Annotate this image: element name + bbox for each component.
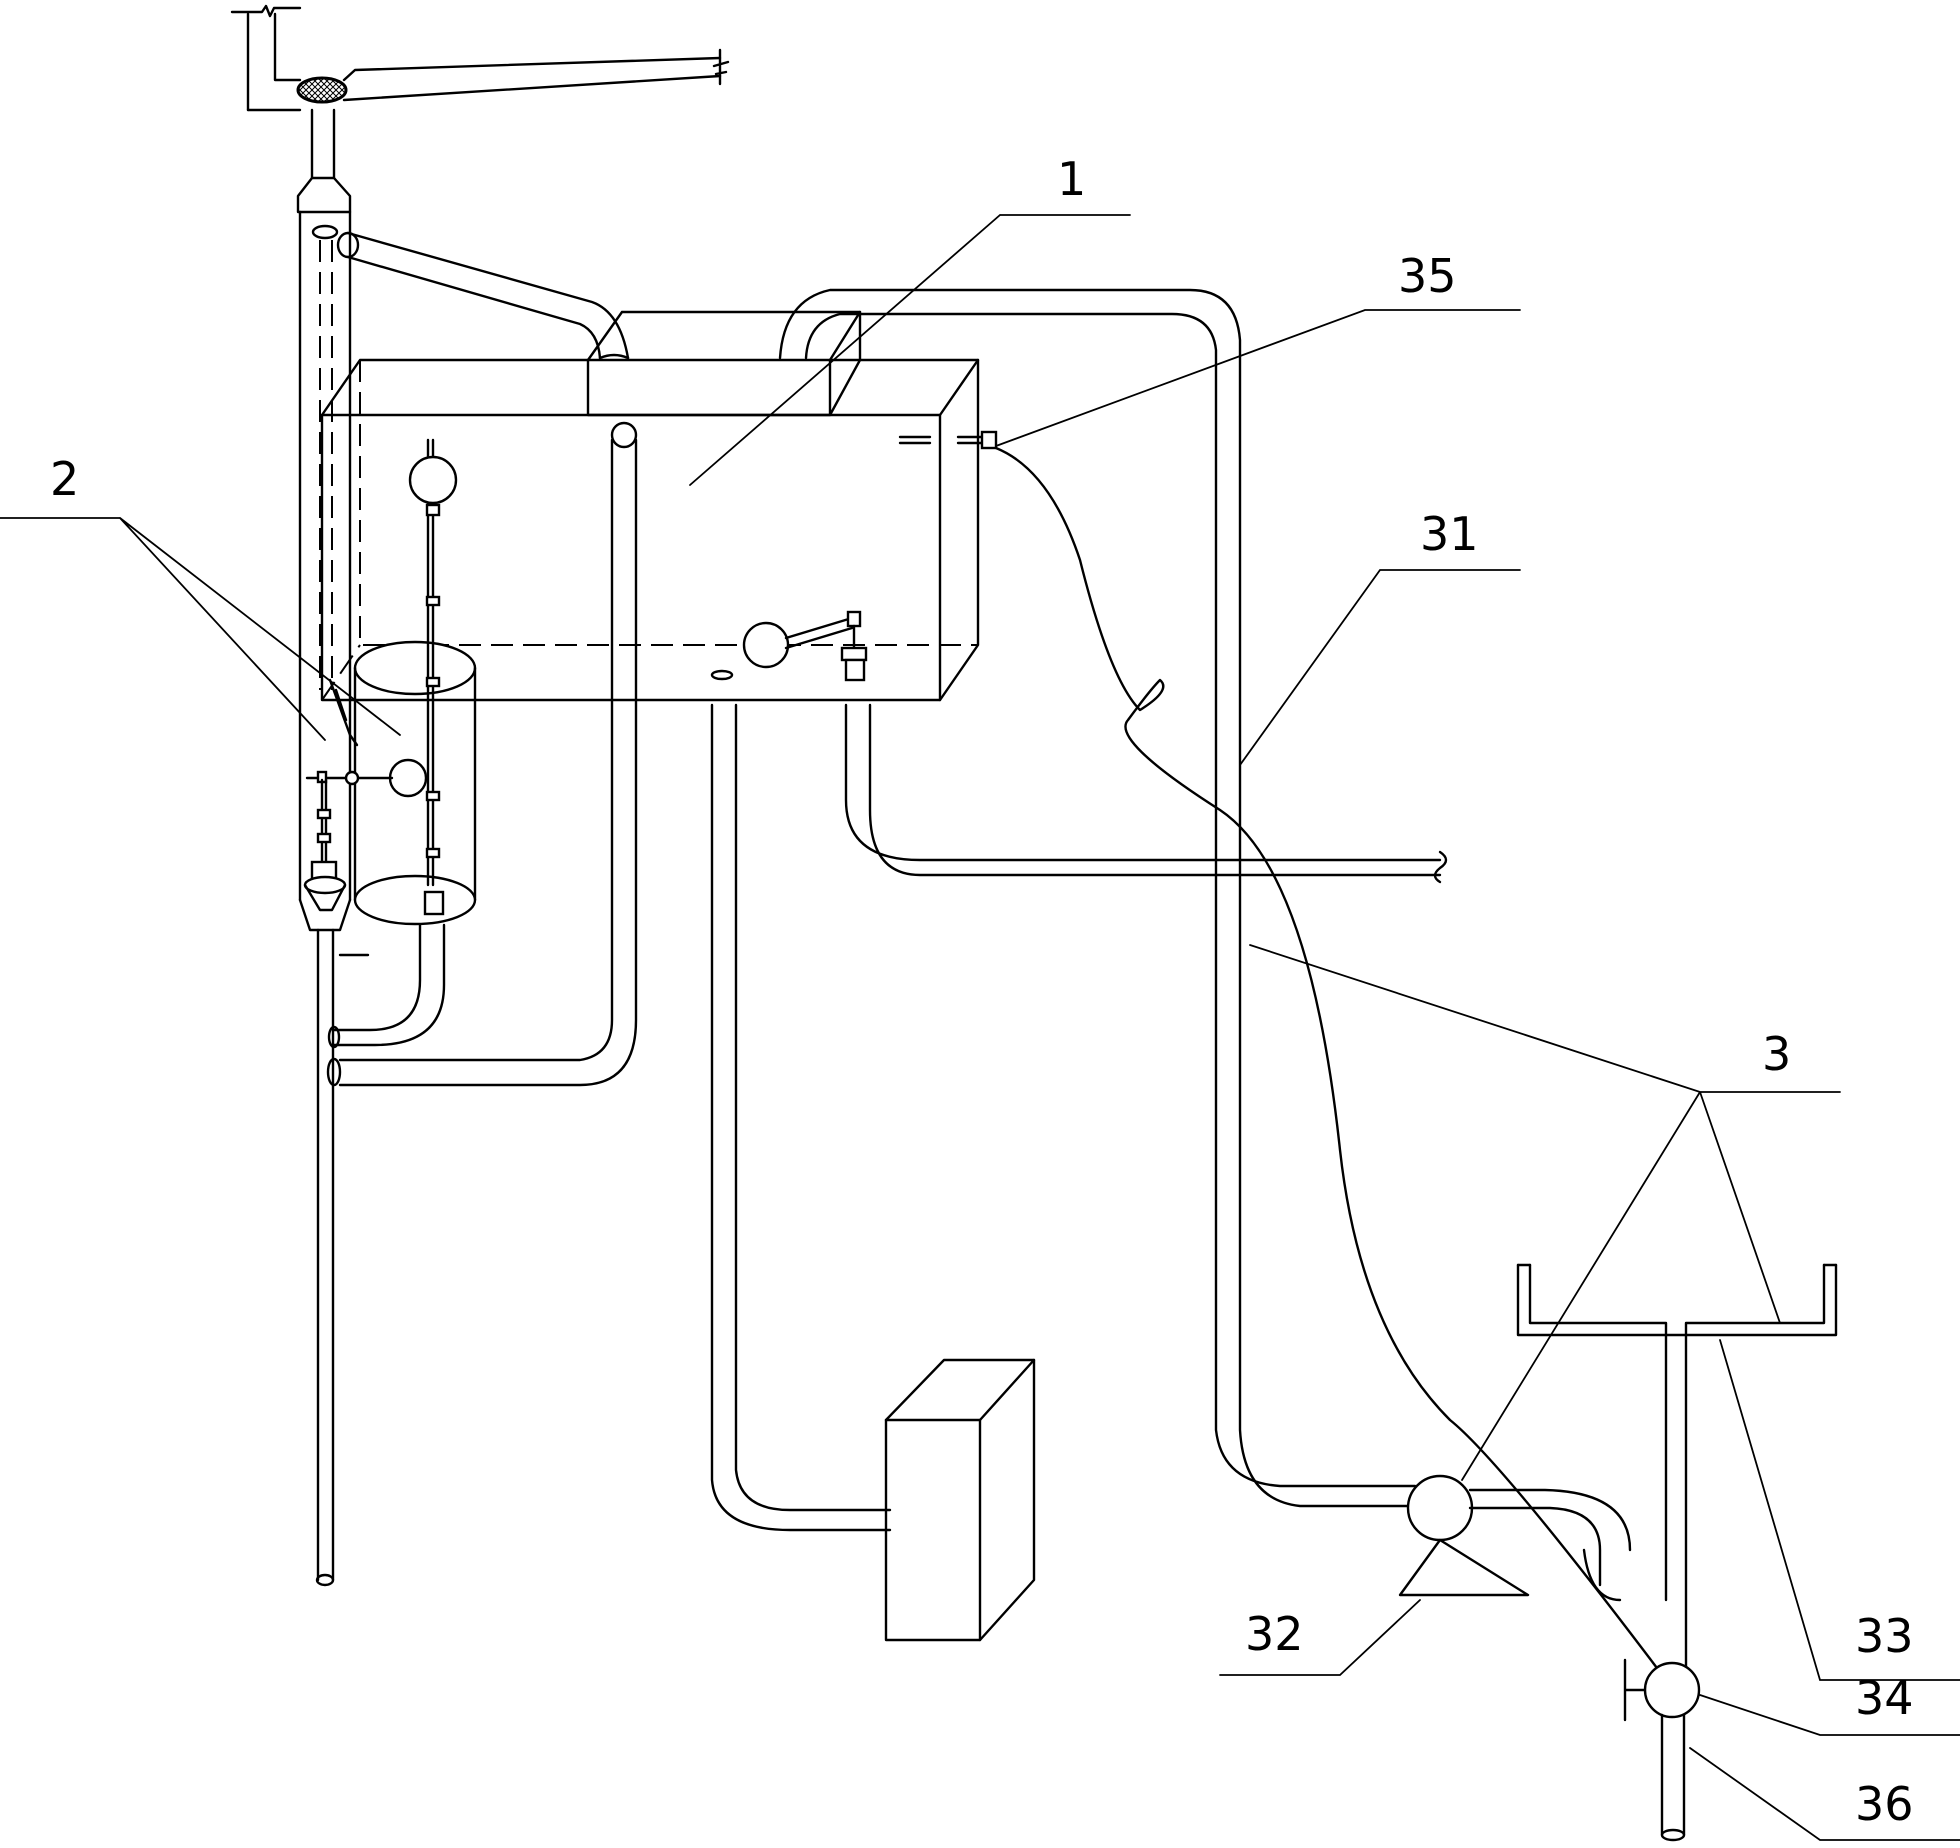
label-pump: 32	[1245, 1607, 1304, 1661]
tank	[320, 310, 980, 702]
collection-tray	[1516, 1263, 1838, 1702]
label-valve: 34	[1855, 1671, 1914, 1725]
horizontal-drain-pipe	[844, 703, 1448, 884]
siphon-pipe	[326, 421, 638, 1087]
float-valve-assembly	[303, 438, 477, 926]
overflow-duct	[336, 231, 630, 360]
label-collection-tray: 33	[1855, 1609, 1914, 1663]
sensor	[898, 430, 1662, 1674]
label-float-valve-assembly: 2	[50, 452, 79, 506]
tank-outlet-to-box	[710, 703, 892, 1532]
label-outlet-pipe: 31	[1420, 507, 1479, 561]
tank-float-valve	[710, 610, 868, 682]
grille-strainer	[296, 76, 348, 104]
inlet-pipe-top	[230, 4, 730, 112]
valve	[1623, 1658, 1701, 1842]
label-tank: 1	[1057, 152, 1086, 206]
vertical-standpipe	[296, 108, 352, 1587]
float-drain-pipe	[327, 923, 446, 1049]
leader-lines	[0, 214, 1960, 1841]
label-sensor: 35	[1398, 249, 1457, 303]
box-container	[884, 1358, 1036, 1642]
label-drain-pipe: 36	[1855, 1777, 1914, 1831]
top-loop-pipe	[778, 288, 1417, 1508]
pump	[1398, 1474, 1632, 1602]
label-pump-unit: 3	[1762, 1027, 1791, 1081]
